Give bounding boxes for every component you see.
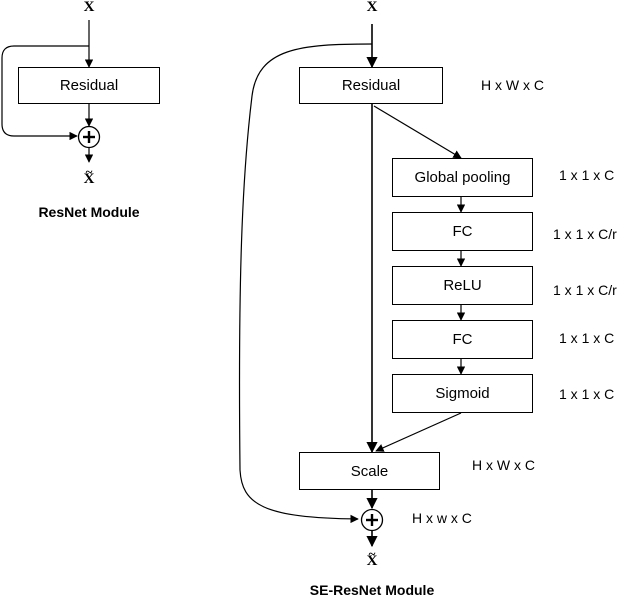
se-global-pooling-block: Global pooling xyxy=(392,158,533,197)
resnet-residual-block: Residual xyxy=(18,67,160,104)
dim-fc2: 1 x 1 x C xyxy=(559,330,615,346)
resnet-caption: ResNet Module xyxy=(38,204,140,220)
resnet-sum-node xyxy=(77,125,101,149)
se-sigmoid-block: Sigmoid xyxy=(392,374,533,413)
se-sum-node xyxy=(360,508,384,532)
se-fc2-block: FC xyxy=(392,320,533,359)
se-input-label: X xyxy=(366,0,378,15)
dim-sum: H x w x C xyxy=(412,510,472,526)
se-output-tilde: ~ xyxy=(368,546,376,561)
se-residual-block: Residual xyxy=(299,67,443,104)
se-fc1-block: FC xyxy=(392,212,533,251)
dim-relu: 1 x 1 x C/r xyxy=(553,282,617,298)
dim-global-pooling: 1 x 1 x C xyxy=(559,167,615,183)
se-scale-block: Scale xyxy=(299,452,440,490)
se-resnet-caption: SE-ResNet Module xyxy=(309,582,435,598)
dim-sigmoid: 1 x 1 x C xyxy=(559,386,615,402)
se-resnet-wires xyxy=(238,24,466,548)
dim-fc1: 1 x 1 x C/r xyxy=(553,226,617,242)
dim-residual: H x W x C xyxy=(481,77,544,93)
resnet-input-label: X xyxy=(83,0,95,15)
se-sigmoid-to-scale-arrow xyxy=(375,412,462,452)
se-skip-connection xyxy=(238,43,373,524)
resnet-output-tilde: ~ xyxy=(85,164,93,179)
dim-scale: H x W x C xyxy=(472,457,535,473)
resnet-skip-connection xyxy=(1,45,89,141)
se-residual-to-pooling-arrow xyxy=(373,105,462,159)
se-output-label: X xyxy=(366,553,378,569)
resnet-wires xyxy=(1,20,94,163)
resnet-output-label: X xyxy=(83,171,95,187)
se-relu-block: ReLU xyxy=(392,266,533,305)
